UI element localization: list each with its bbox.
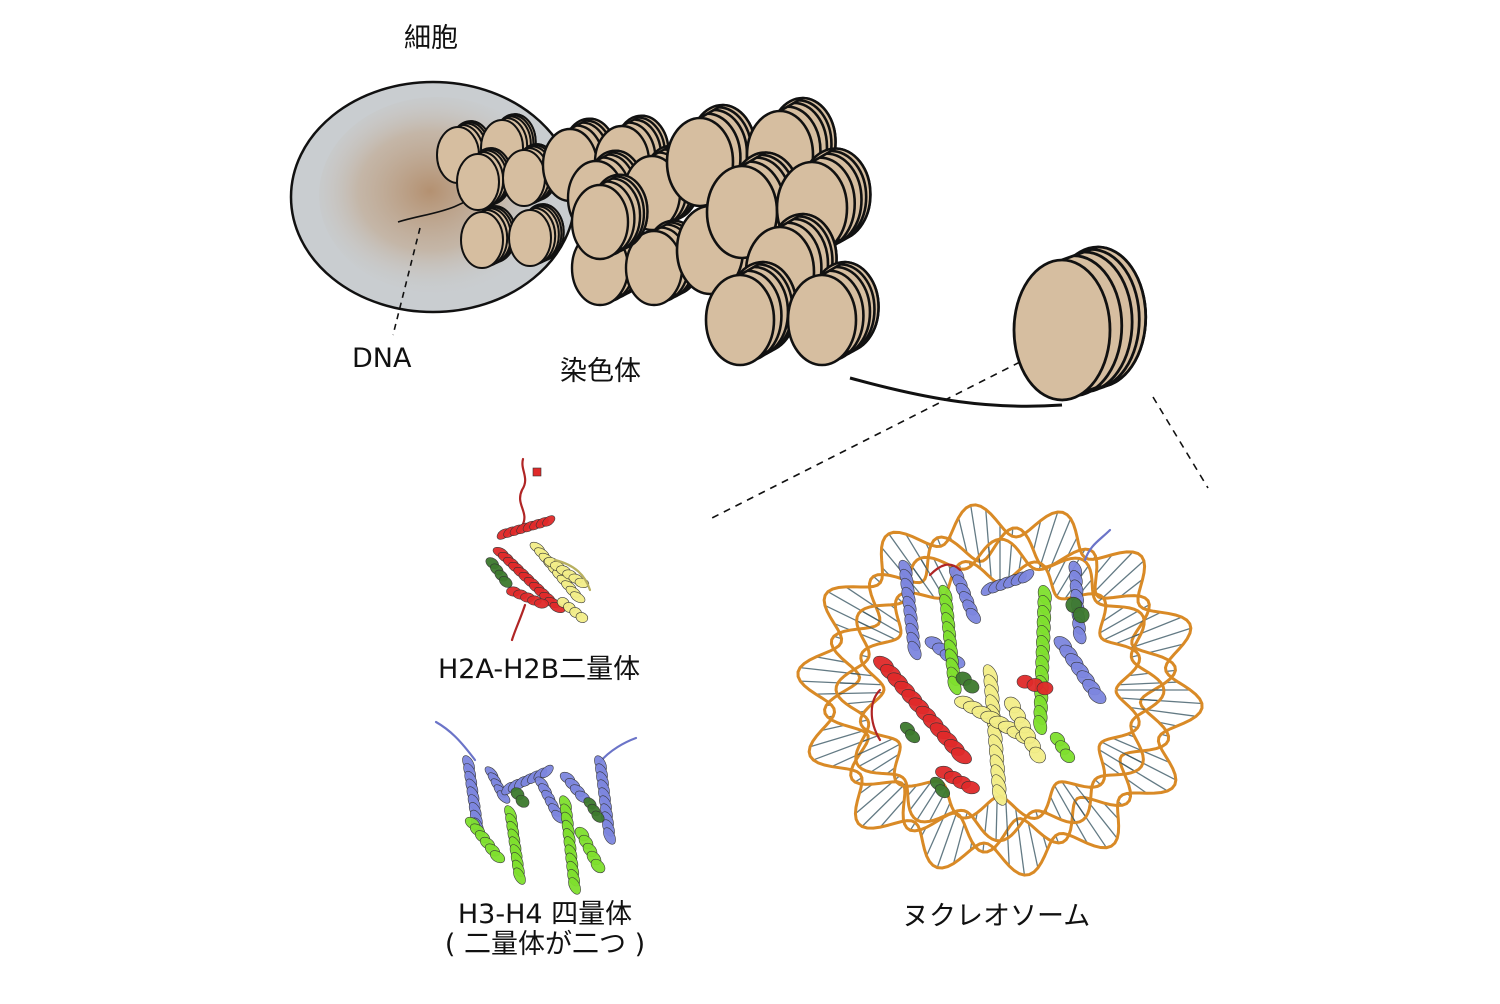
- alpha-helix: [896, 558, 924, 662]
- zoom-line-left: [712, 362, 1020, 518]
- chromosome-label: 染色体: [560, 357, 641, 387]
- chromosome-fiber: [437, 98, 879, 365]
- alpha-helix: [1031, 584, 1054, 737]
- helix-tip: [533, 468, 541, 476]
- loop-coil: [520, 459, 525, 526]
- nucleosome-structure: [798, 505, 1202, 875]
- dna-label: DNA: [352, 344, 411, 374]
- zoom-line-right: [1153, 397, 1208, 488]
- alpha-helix: [979, 567, 1037, 598]
- nucleosome-label: ヌクレオソーム: [902, 902, 1090, 932]
- nucleosome-disc: [1014, 247, 1146, 400]
- h3-h4-label-line2: ( 二量体が二つ ): [410, 930, 680, 960]
- loop-coil: [512, 605, 525, 640]
- cell-label: 細胞: [404, 24, 458, 54]
- alpha-helix: [557, 794, 583, 896]
- h2a-h2b-dimer-structure: [484, 459, 590, 640]
- nucleosome-disc-mini: [1014, 247, 1146, 400]
- alpha-helix: [495, 513, 557, 541]
- h3-h4-label: H3-H4 四量体 ( 二量体が二つ ): [410, 900, 680, 959]
- alpha-helix: [980, 662, 1010, 807]
- loop-coil: [436, 722, 475, 760]
- alpha-helix: [898, 720, 923, 746]
- loop-coil: [600, 738, 636, 762]
- h2a-h2b-label: H2A-H2B二量体: [438, 655, 640, 685]
- alpha-helix: [1051, 633, 1109, 707]
- h3-h4-label-line1: H3-H4 四量体: [410, 900, 680, 930]
- alpha-helix: [1047, 729, 1077, 765]
- h3-h4-tetramer-structure: [436, 722, 636, 896]
- alpha-helix: [463, 815, 507, 866]
- alpha-helix: [592, 754, 618, 847]
- alpha-helix: [502, 804, 528, 887]
